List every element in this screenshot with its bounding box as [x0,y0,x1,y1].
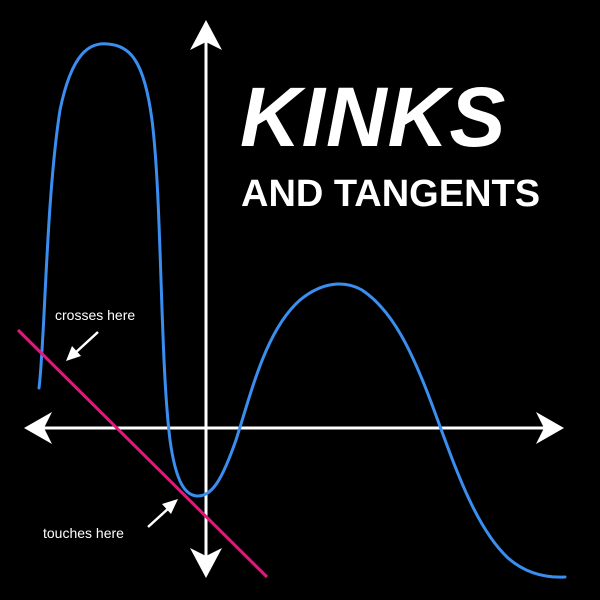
title-main: KINKS [240,70,507,164]
touches-arrow [147,499,178,528]
crosses-arrow [66,331,99,361]
x-axis-left-arrowhead [24,412,52,444]
touches-here-label: touches here [43,525,124,541]
title-subtitle: AND TANGENTS [241,173,541,215]
x-axis [24,412,564,444]
tangent-line [16,328,269,579]
crosses-here-label: crosses here [55,307,136,323]
y-axis-bottom-arrowhead [190,548,222,578]
y-axis-top-arrowhead [190,20,222,50]
x-axis-right-arrowhead [536,412,564,444]
y-axis [190,20,222,578]
function-curve [37,42,567,579]
